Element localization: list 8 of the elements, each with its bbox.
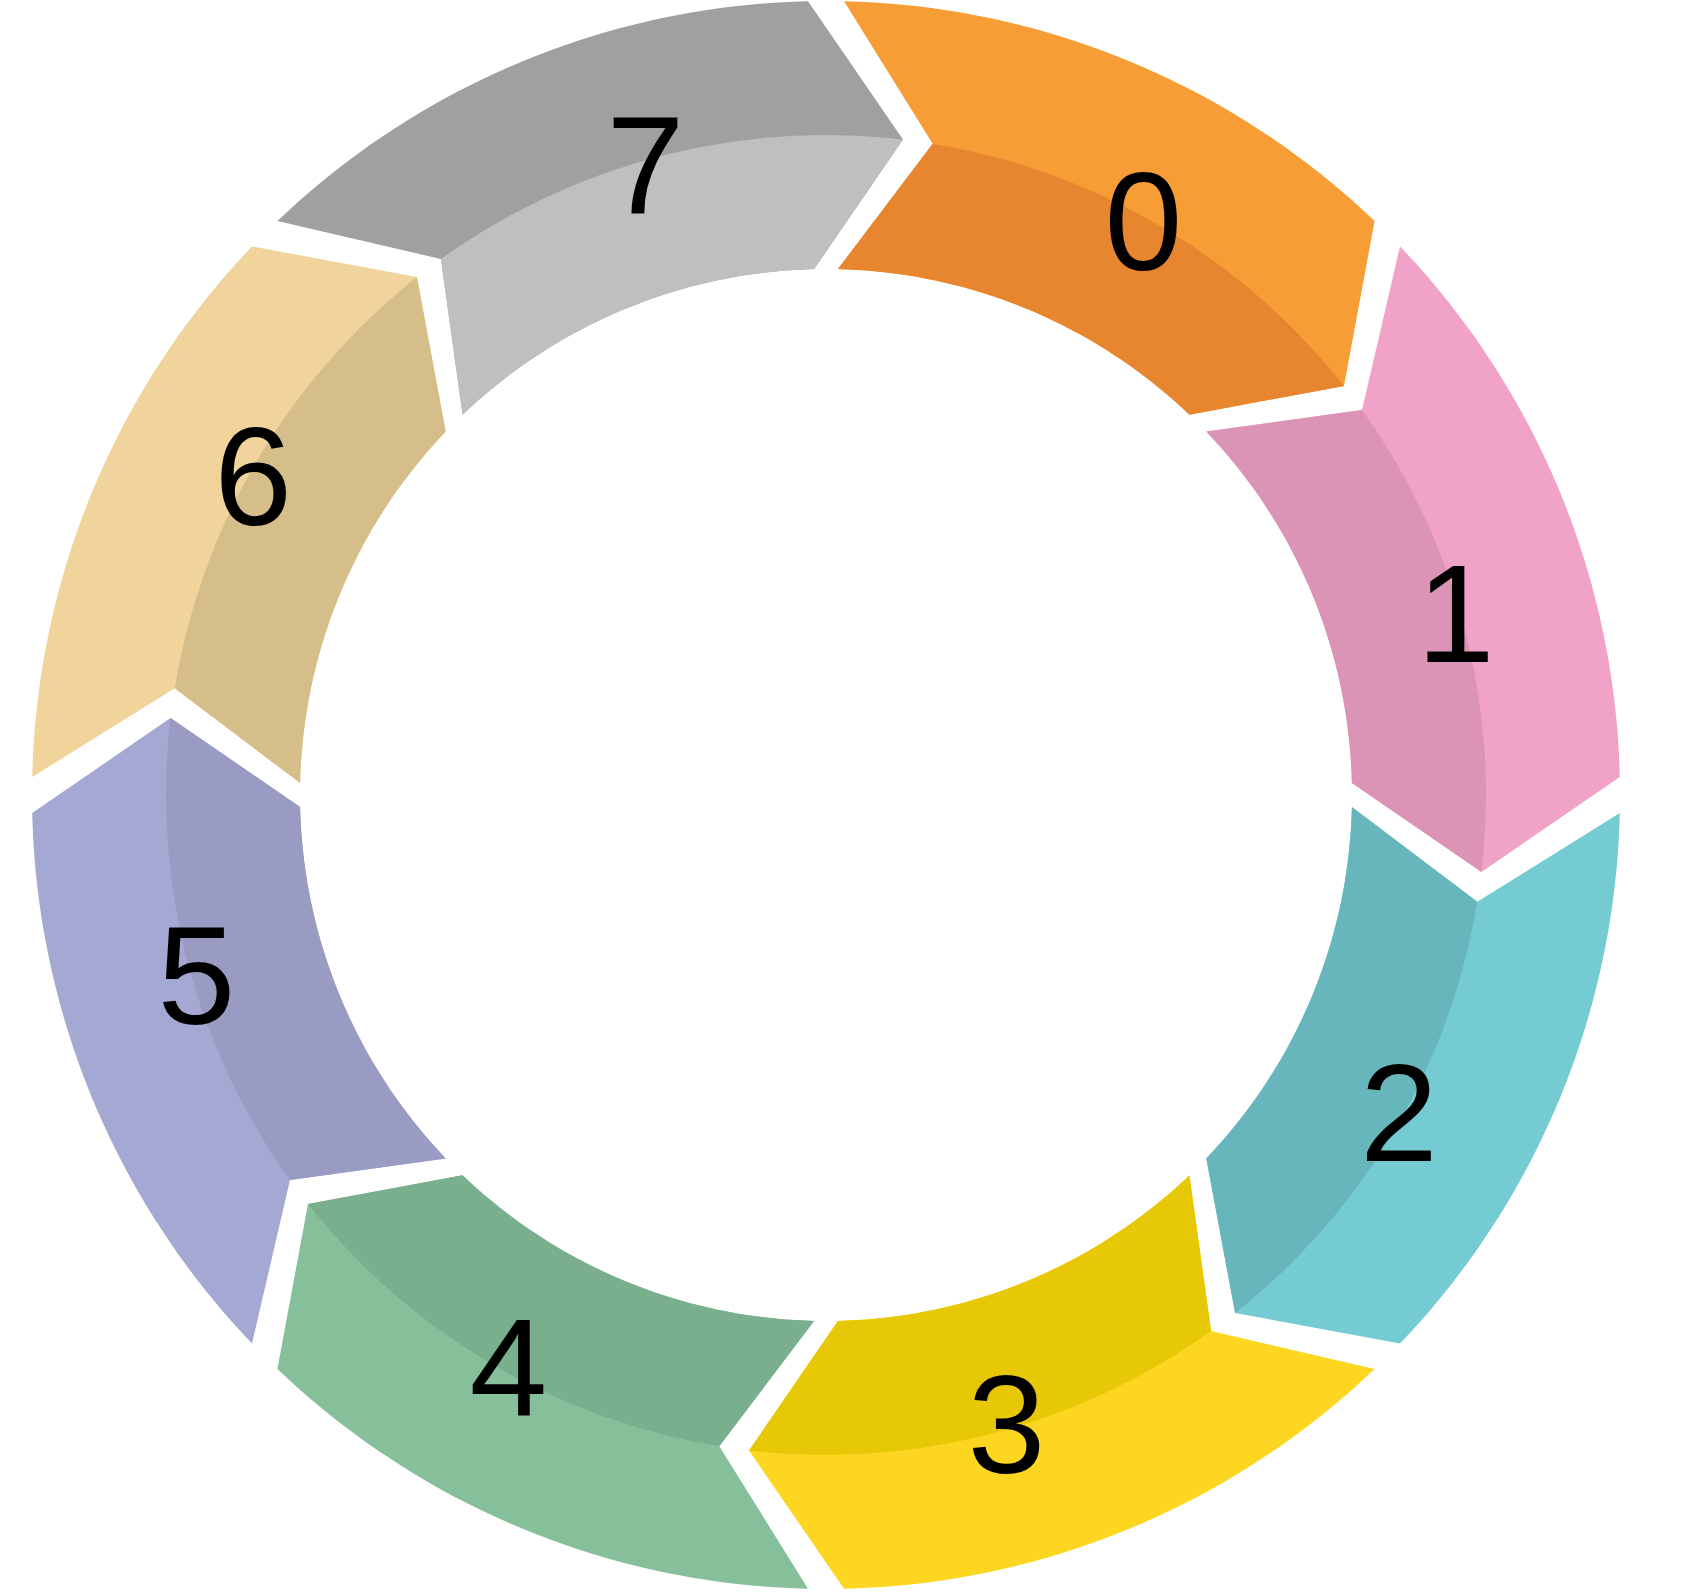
step-number: 7 (606, 95, 685, 236)
step-number: 0 (1104, 152, 1183, 293)
step-number: 5 (157, 905, 236, 1046)
step-number: 6 (214, 407, 293, 548)
step-number: 2 (1359, 1042, 1438, 1183)
step-number: 1 (1416, 544, 1495, 685)
step-number: 3 (967, 1354, 1046, 1495)
step-number: 4 (469, 1297, 548, 1438)
